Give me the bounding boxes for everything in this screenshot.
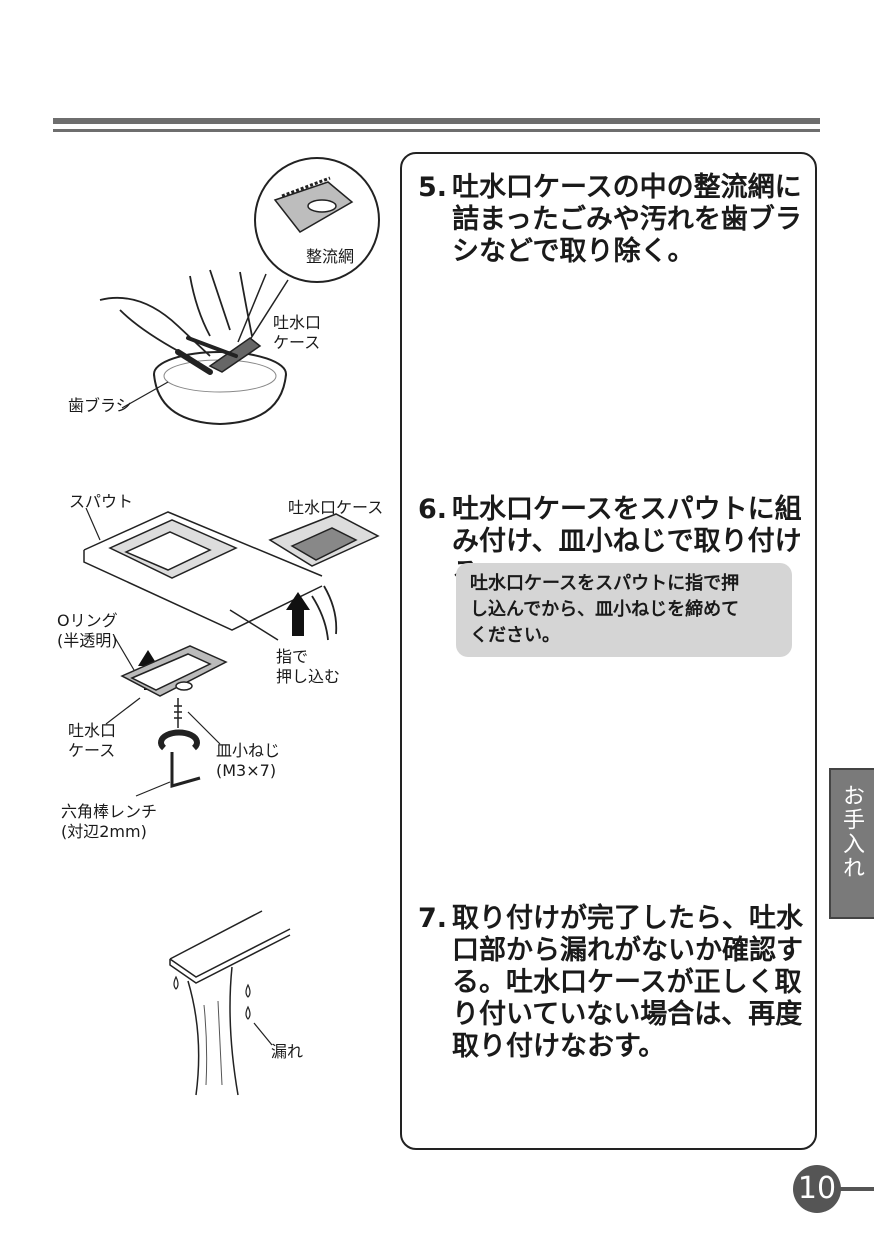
step-6-note: 吐水口ケースをスパウトに指で押 し込んでから、皿小ねじを締めて ください。 — [456, 563, 792, 657]
label-tosuikou-case: 吐水口 ケース — [68, 721, 117, 760]
label-sara-neji: 皿小ねじ (M3×7) — [216, 741, 281, 780]
label-hex-wrench: 六角棒レンチ (対辺2mm) — [61, 802, 158, 841]
header-rule-thin — [53, 129, 820, 132]
leak-illustration — [169, 910, 291, 1096]
label-haburashi: 歯ブラシ — [68, 396, 132, 415]
label-o-ring: Oリング (半透明) — [57, 611, 118, 650]
header-rule-thick — [53, 118, 820, 124]
label-seiryumou: 整流網 — [306, 247, 355, 266]
label-more: 漏れ — [271, 1042, 304, 1061]
page-number: 10 — [793, 1165, 841, 1213]
section-tab: お手入れ — [829, 768, 874, 919]
label-yubi-de: 指で 押し込む — [276, 647, 341, 686]
step-text: 取り付けが完了したら、吐水 口部から漏れがないか確認す る。吐水口ケースが正しく… — [452, 903, 803, 1062]
label-spout: スパウト — [69, 492, 134, 511]
cleaning-illustration — [99, 157, 380, 426]
label-tosuikou-case: 吐水口 ケース — [273, 313, 322, 352]
step-7: 7. 取り付けが完了したら、吐水 口部から漏れがないか確認す る。吐水口ケースが… — [418, 903, 813, 1063]
step-text: 吐水口ケースの中の整流網に 詰まったごみや汚れを歯ブラ シなどで取り除く。 — [452, 172, 802, 267]
step-5: 5. 吐水口ケースの中の整流網に 詰まったごみや汚れを歯ブラ シなどで取り除く。 — [418, 172, 813, 268]
instructions-panel — [400, 152, 817, 1150]
assembly-illustration — [83, 507, 380, 797]
step-number: 5. — [418, 172, 448, 203]
section-tab-label: お手入れ — [839, 784, 864, 880]
page-number-line — [838, 1187, 874, 1191]
step-number: 6. — [418, 494, 448, 525]
step-number: 7. — [418, 903, 448, 934]
label-tosuikou-case: 吐水口ケース — [288, 498, 384, 517]
